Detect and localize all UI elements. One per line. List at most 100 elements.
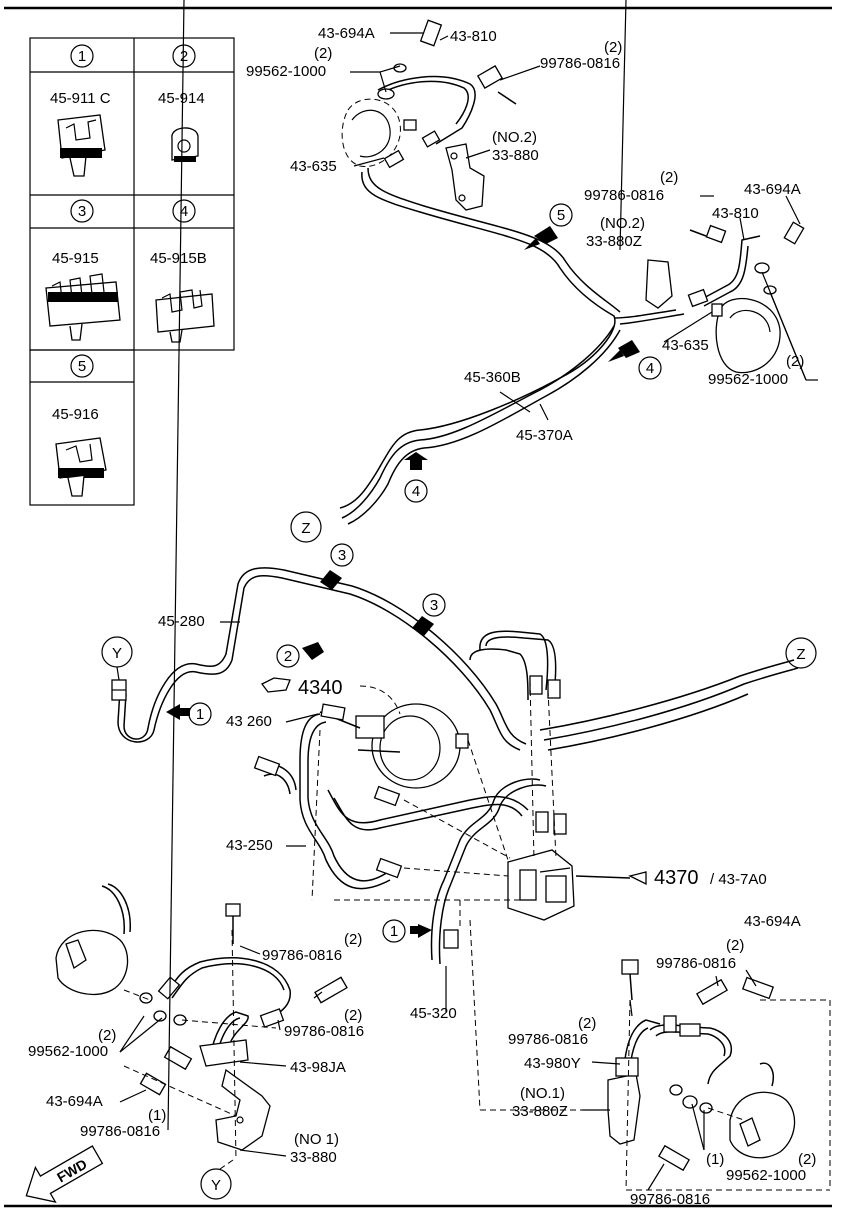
clip-45-914-icon: [171, 127, 199, 162]
svg-text:Z: Z: [796, 646, 805, 663]
clip-45-911c-icon: [57, 114, 106, 177]
clip-marker-3-a: 3: [330, 543, 354, 567]
svg-text:(2): (2): [798, 1151, 816, 1168]
svg-text:45-360B: 45-360B: [464, 369, 521, 386]
legend-cell-5: 5 45-916: [52, 354, 107, 497]
clip-marker-4-mid: 4: [404, 479, 428, 503]
svg-text:(2): (2): [578, 1015, 596, 1032]
clip-45-915b-icon: [155, 289, 215, 343]
legend-cell-2: 2 45-914: [158, 44, 205, 162]
svg-text:(1): (1): [706, 1151, 724, 1168]
svg-text:Z: Z: [301, 520, 310, 537]
legend-cell-1: 1 45-911 C: [50, 44, 111, 177]
svg-text:43-635: 43-635: [290, 158, 337, 175]
svg-text:(NO.2): (NO.2): [492, 129, 537, 146]
marker-z-right: Z: [785, 637, 817, 669]
svg-text:33-880Z: 33-880Z: [586, 233, 642, 250]
svg-text:(2): (2): [660, 169, 678, 186]
clip-marker-1-lower: 1: [382, 919, 406, 943]
svg-text:4: 4: [180, 203, 188, 220]
svg-text:45-915: 45-915: [52, 250, 99, 267]
svg-text:43-694A: 43-694A: [744, 181, 801, 198]
svg-text:99562-1000: 99562-1000: [246, 63, 326, 80]
svg-text:33-880: 33-880: [492, 147, 539, 164]
svg-text:45-370A: 45-370A: [516, 427, 573, 444]
svg-text:2: 2: [180, 48, 188, 65]
clip-45-915-icon: [45, 273, 121, 341]
svg-text:(2): (2): [726, 937, 744, 954]
svg-text:43-98JA: 43-98JA: [290, 1059, 346, 1076]
marker-y-left: Y: [101, 636, 133, 668]
clip-marker-1-left: 1: [188, 702, 212, 726]
svg-text:45-320: 45-320: [410, 1005, 457, 1022]
main-pipes-upper: [339, 167, 685, 525]
svg-text:Y: Y: [112, 645, 122, 662]
rear-left-assembly: [55, 883, 348, 1161]
svg-text:99786-0816: 99786-0816: [656, 955, 736, 972]
svg-text:99786-0816: 99786-0816: [584, 187, 664, 204]
legend-cell-3: 3 45-915: [45, 199, 121, 341]
svg-text:2: 2: [284, 648, 292, 665]
forward-direction-arrow: FWD: [25, 1145, 104, 1204]
center-pipes: [111, 567, 799, 965]
svg-text:(NO.2): (NO.2): [600, 215, 645, 232]
svg-text:99786-0816: 99786-0816: [284, 1023, 364, 1040]
svg-text:99786-0816: 99786-0816: [80, 1123, 160, 1140]
svg-text:43-810: 43-810: [712, 205, 759, 222]
leader-lines: [119, 0, 818, 1191]
clip-legend: 1 45-911 C 2 45-914 3 45-915: [29, 37, 235, 506]
svg-text:43 260: 43 260: [226, 713, 272, 730]
svg-text:4370: 4370: [654, 867, 699, 889]
clip-marker-5-top: 5: [549, 203, 573, 227]
svg-text:45-916: 45-916: [52, 406, 99, 423]
front-left-caliper-assembly: [341, 19, 517, 211]
svg-text:45-911 C: 45-911 C: [50, 90, 111, 107]
svg-text:43-980Y: 43-980Y: [524, 1055, 581, 1072]
svg-text:5: 5: [78, 358, 86, 375]
svg-text:1: 1: [196, 706, 204, 723]
svg-text:33-880: 33-880: [290, 1149, 337, 1166]
clip-marker-4-right: 4: [638, 356, 662, 380]
svg-text:4340: 4340: [298, 677, 343, 699]
legend-cell-4: 4 45-915B: [150, 199, 215, 343]
svg-text:(1): (1): [148, 1107, 166, 1124]
svg-text:(NO 1): (NO 1): [294, 1131, 339, 1148]
svg-text:/ 43-7A0: / 43-7A0: [710, 871, 767, 888]
svg-text:45-914: 45-914: [158, 90, 205, 107]
svg-text:99562-1000: 99562-1000: [28, 1043, 108, 1060]
rear-right-assembly: [469, 919, 831, 1191]
svg-text:99786-0816: 99786-0816: [630, 1191, 710, 1208]
svg-text:4: 4: [412, 483, 420, 500]
clip-marker-3-b: 3: [422, 593, 446, 617]
svg-text:99786-0816: 99786-0816: [508, 1031, 588, 1048]
svg-text:4: 4: [646, 360, 654, 377]
svg-text:45-915B: 45-915B: [150, 250, 207, 267]
part-labels: 43-694A 43-810 (2) 99562-1000 (2) 99786-…: [28, 25, 816, 1208]
svg-text:3: 3: [78, 203, 86, 220]
svg-text:1: 1: [390, 923, 398, 940]
svg-text:1: 1: [78, 48, 86, 65]
svg-text:99786-0816: 99786-0816: [540, 55, 620, 72]
front-right-caliper-assembly: [645, 221, 805, 374]
svg-text:(NO.1): (NO.1): [520, 1085, 565, 1102]
marker-y-bottom: Y: [200, 1168, 232, 1200]
svg-text:(2): (2): [344, 1007, 362, 1024]
svg-text:3: 3: [430, 597, 438, 614]
svg-text:43-694A: 43-694A: [318, 25, 375, 42]
svg-text:3: 3: [338, 547, 346, 564]
svg-text:(2): (2): [98, 1027, 116, 1044]
clip-marker-2: 2: [276, 644, 300, 668]
clip-position-arrows: [166, 226, 647, 938]
svg-text:(2): (2): [344, 931, 362, 948]
svg-text:99562-1000: 99562-1000: [726, 1167, 806, 1184]
svg-text:99562-1000: 99562-1000: [708, 371, 788, 388]
svg-text:(2): (2): [786, 353, 804, 370]
svg-text:43-250: 43-250: [226, 837, 273, 854]
svg-text:(2): (2): [604, 39, 622, 56]
svg-text:5: 5: [557, 207, 565, 224]
hydraulic-unit: [507, 849, 575, 921]
svg-text:(2): (2): [314, 45, 332, 62]
svg-text:Y: Y: [211, 1177, 221, 1194]
svg-text:33-880Z: 33-880Z: [512, 1103, 568, 1120]
